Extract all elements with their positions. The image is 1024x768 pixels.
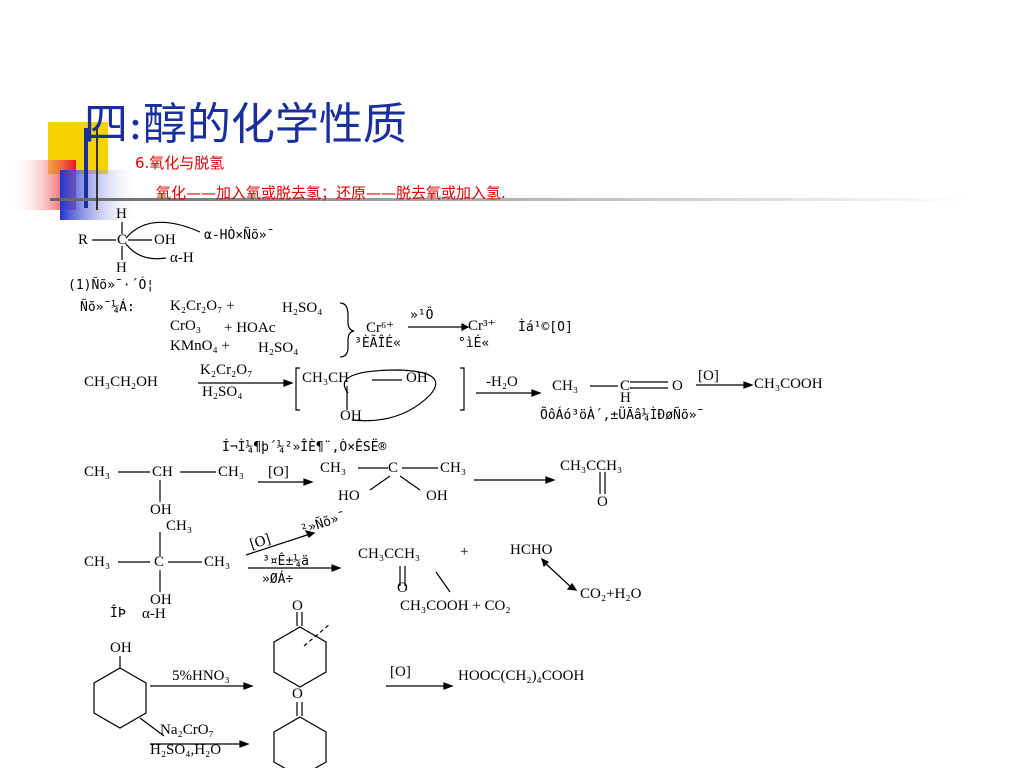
chromium-3: Cr³⁺ [468, 318, 496, 334]
long-time-note: ³¤Ê±¼ä [262, 554, 309, 569]
diol-ch3-left: CH₃ [320, 460, 347, 476]
page-title: 四:醇的化学性质 [84, 99, 407, 150]
adipic-acid: HOOC(CH₂)₄COOH [458, 668, 585, 684]
oxidation-mark: [O] [698, 368, 719, 384]
diol-ho: HO [338, 488, 360, 504]
tba-ch3-top: CH₃ [166, 518, 193, 534]
ipa-oh: OH [150, 502, 172, 518]
oxidation-mark-4: [O] [390, 664, 411, 680]
color-green: °ìÉ« [458, 336, 490, 351]
color-orange: ³ÈÃÎÉ« [354, 336, 401, 351]
oxidant-label: Ñõ»¯¼Á: [80, 300, 135, 315]
acetone-2: CH₃CCH₃ [358, 546, 421, 562]
reagent-1b: H₂SO₄ [282, 300, 323, 316]
alpha-note: α-HÒ×Ñõ»¯ [204, 228, 275, 243]
reagent-bottom: H₂SO₄ [202, 384, 243, 400]
tba-ch3-left: CH₃ [84, 554, 111, 570]
reflux-note: »ØÁ÷ [262, 572, 294, 587]
water-loss: -H₂O [486, 374, 518, 390]
chromium-6: Cr⁶⁺ [366, 320, 395, 336]
ethanol: CH₃CH₂OH [84, 374, 158, 390]
intermediate-oh2: OH [340, 408, 362, 424]
reagent-3a: KMnO₄ + [170, 338, 230, 354]
deco-blue-square [60, 170, 140, 220]
intermediate-oh: OH [406, 370, 428, 386]
gem-diol-note: Í¬Ì¼¶þ´¼²»ÎÈ¶¨,Ò×ÊSË® [222, 440, 387, 455]
acetone-o: O [597, 494, 608, 510]
ipa-ch: CH [152, 464, 173, 480]
aldehyde-ch3: CH₃ [552, 378, 579, 394]
diol-ch3-right: CH₃ [440, 460, 467, 476]
section-subtitle: 6.氧化与脱氢 [135, 154, 225, 172]
ketone-o-2: O [292, 686, 303, 702]
acetone: CH₃CCH₃ [560, 458, 623, 474]
ipa-ch3-right: CH₃ [218, 464, 245, 480]
aldehyde-c: C [620, 378, 631, 394]
reagent-3b: H₂SO₄ [258, 340, 299, 356]
tba-ch3-right: CH₃ [204, 554, 231, 570]
alpha-h-top: H [116, 206, 127, 222]
cyclohexanol-oh: OH [110, 640, 132, 656]
reagent-1a: K₂Cr₂O₇ + [170, 298, 235, 314]
deco-blue-strip [84, 128, 88, 208]
oxidation-header: (1)Ñõ»¯·´Ó¦ [68, 278, 155, 293]
diol-oh: OH [426, 488, 448, 504]
diol-c: C [388, 460, 399, 476]
aldehyde-h: H [620, 390, 631, 406]
formaldehyde: HCHO [510, 542, 553, 558]
reagent-2a: CrO₃ [170, 318, 202, 334]
ketone-o-1: O [292, 598, 303, 614]
plus-sign: + [460, 544, 469, 560]
r-group: R [78, 232, 89, 248]
acetone-2-o: O [397, 580, 408, 596]
acid-water: H₂SO₄,H₂O [150, 742, 222, 758]
provides-o-note: Ìá¹©[O] [518, 320, 573, 335]
carbon-atom: C [117, 232, 128, 248]
deco-vline [96, 128, 98, 210]
distill-note: ÕôÁó³öÀ´,±ÜÃâ¼ÌÐøÑõ»¯ [540, 408, 705, 423]
acetic-acid: CH₃COOH [754, 376, 823, 392]
aldehyde-o: O [672, 378, 683, 394]
hydroxyl: OH [154, 232, 176, 248]
intermediate-ch3ch: CH₃CH [302, 370, 349, 386]
alpha-h-bottom: H [116, 260, 127, 276]
reagent-top: K₂Cr₂O₇ [200, 362, 253, 378]
definition-text: 氧化——加入氧或脱去氢；还原——脱去氧或加入氢. [156, 184, 506, 202]
tba-c: C [154, 554, 165, 570]
reagent-2b: + HOAc [224, 320, 276, 336]
ipa-ch3-left: CH₃ [84, 464, 111, 480]
alpha-h-label: α-H [170, 250, 194, 266]
oxidation-mark-2: [O] [268, 464, 289, 480]
no-label: ÎÞ [110, 606, 126, 621]
acid-co2: CH₃COOH + CO₂ [400, 598, 511, 614]
alpha-h-label-2: α-H [142, 606, 166, 622]
co2-water: CO₂+H₂O [580, 586, 642, 602]
nitric-acid: 5%HNO₃ [172, 668, 230, 684]
reduction-label: »¹Ô­ [410, 308, 434, 323]
deco-hline [50, 198, 970, 201]
dichromate: Na₂CrO₇ [160, 722, 214, 738]
tba-oh: OH [150, 592, 172, 608]
